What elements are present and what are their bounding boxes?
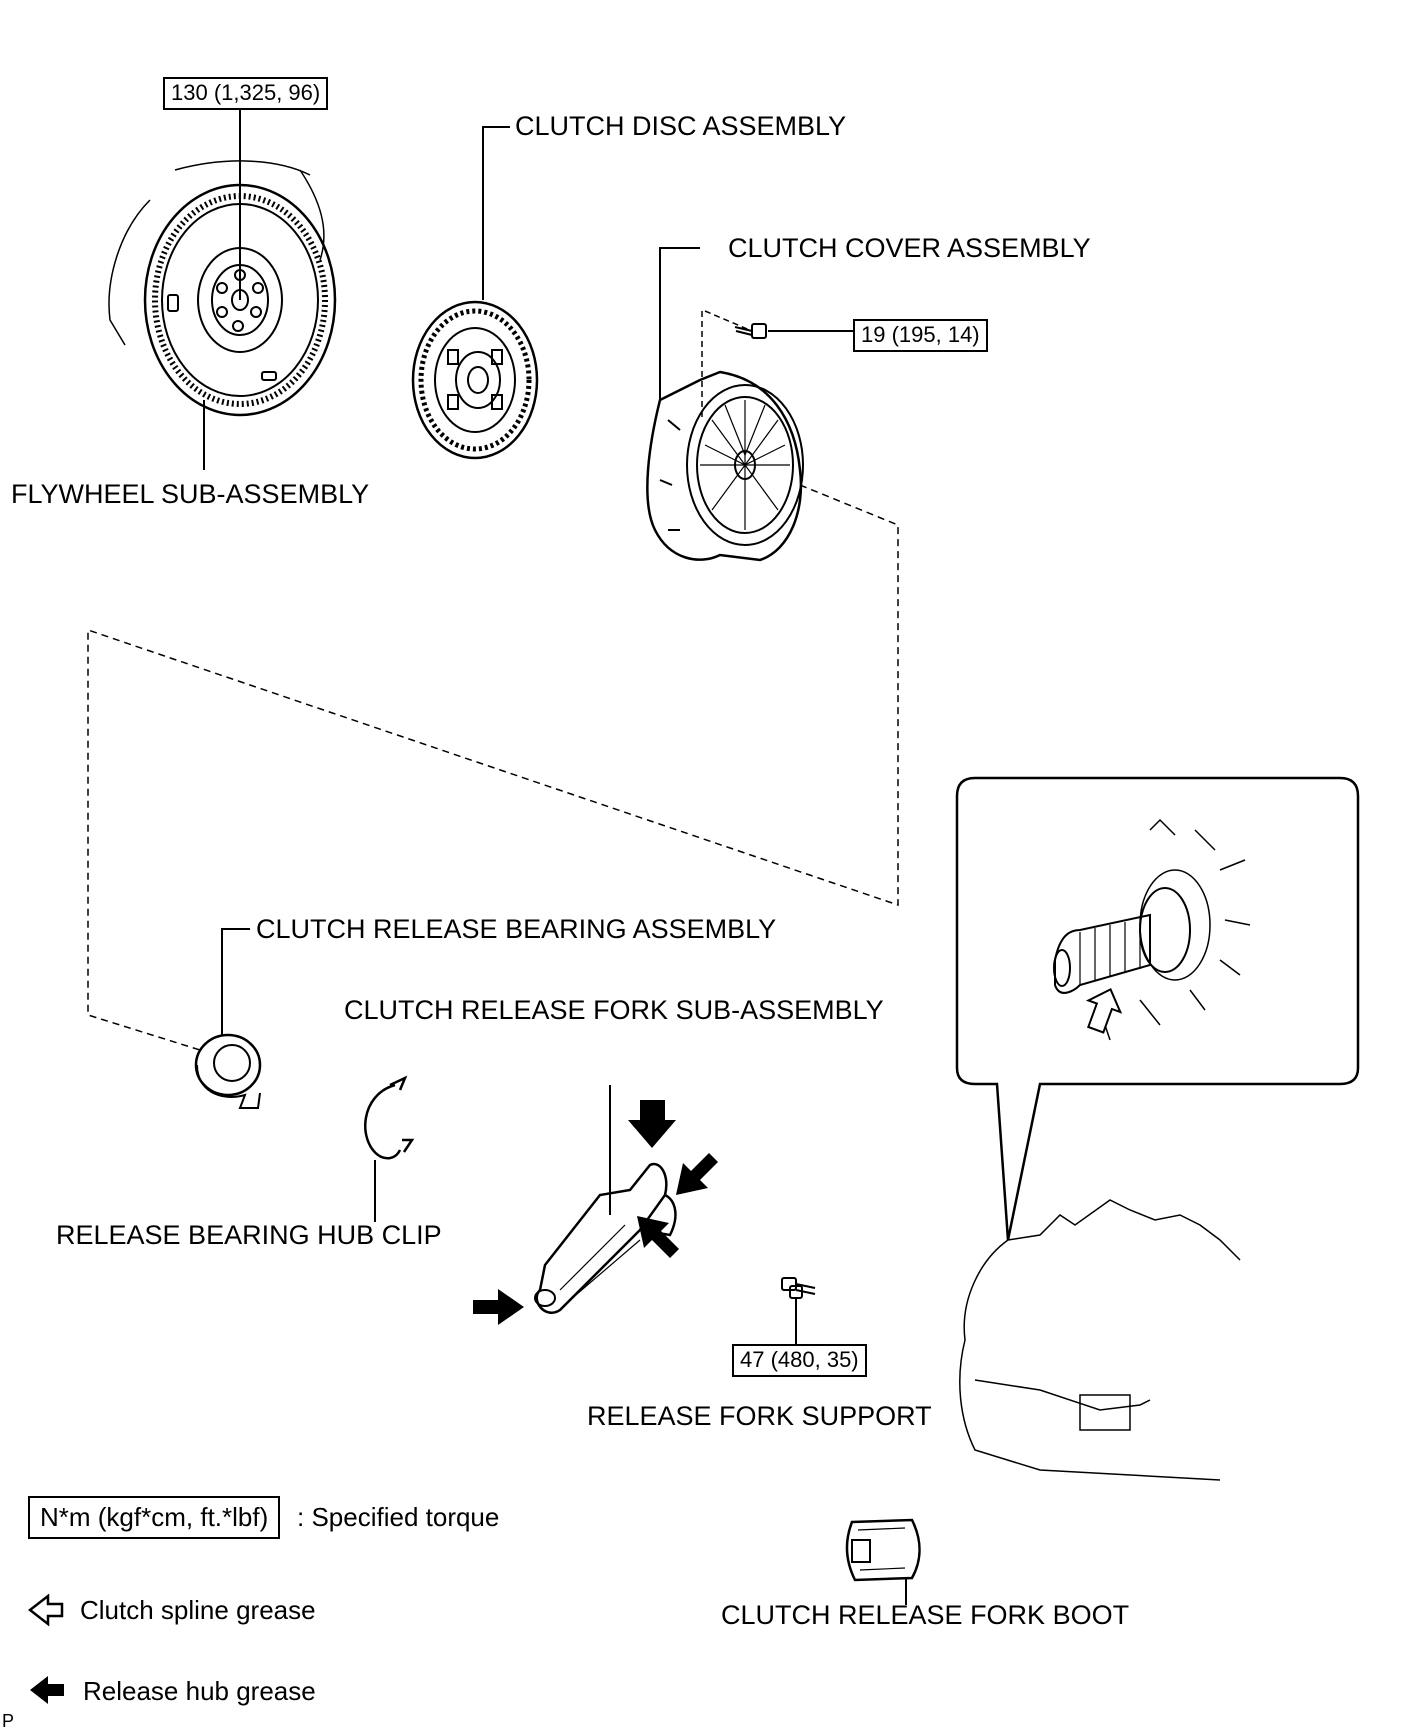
release-fork-drawing	[534, 1162, 677, 1314]
fork-support-torque-value: 47 (480, 35)	[732, 1344, 867, 1378]
fork-boot-drawing	[845, 1518, 921, 1582]
fork-support-label: RELEASE FORK SUPPORT	[587, 1401, 932, 1431]
legend-torque-desc: : Specified torque	[297, 1502, 500, 1532]
clutch-disc-drawing	[411, 300, 539, 460]
release-bearing-drawing	[194, 1033, 262, 1109]
spline-grease-legend-arrow-icon	[27, 1593, 64, 1627]
detail-callout-frame	[955, 776, 1360, 1241]
hub-grease-legend-arrow-icon	[30, 1676, 64, 1704]
release-bearing-leader	[221, 928, 250, 1035]
hub-grease-arrow-icon	[473, 1100, 718, 1325]
clutch-cover-drawing	[646, 370, 804, 562]
fork-support-drawing	[781, 1277, 816, 1299]
clutch-cover-leader	[659, 247, 700, 400]
release-fork-label: CLUTCH RELEASE FORK SUB-ASSEMBLY	[344, 995, 884, 1025]
alignment-dash-line	[87, 484, 899, 1051]
legend-hub-grease: Release hub grease	[83, 1676, 316, 1706]
legend-torque-unit: N*m (kgf*cm, ft.*lbf)	[28, 1496, 281, 1539]
cover-bolt-dash	[704, 310, 753, 332]
legend-spline-grease: Clutch spline grease	[80, 1595, 316, 1625]
release-bearing-label: CLUTCH RELEASE BEARING ASSEMBLY	[256, 914, 777, 944]
flywheel-torque-value: 130 (1,325, 96)	[163, 77, 329, 111]
clutch-cover-label: CLUTCH COVER ASSEMBLY	[728, 233, 1091, 263]
flywheel-sub-assembly-drawing	[108, 160, 337, 417]
hub-clip-label: RELEASE BEARING HUB CLIP	[56, 1220, 442, 1250]
transmission-outline	[959, 1199, 1241, 1481]
spline-grease-detail-arrow-icon	[1085, 987, 1123, 1034]
clutch-disc-leader	[482, 126, 510, 300]
input-shaft-detail-drawing	[1053, 818, 1251, 1041]
clutch-disc-label: CLUTCH DISC ASSEMBLY	[515, 111, 847, 141]
hub-clip-drawing	[364, 1075, 415, 1160]
fork-boot-label: CLUTCH RELEASE FORK BOOT	[721, 1600, 1130, 1630]
cover-bolt-drawing	[734, 323, 767, 339]
flywheel-label: FLYWHEEL SUB-ASSEMBLY	[11, 479, 370, 509]
cover-bolt-torque-value: 19 (195, 14)	[853, 319, 988, 353]
corner-mark: P	[2, 1711, 15, 1731]
